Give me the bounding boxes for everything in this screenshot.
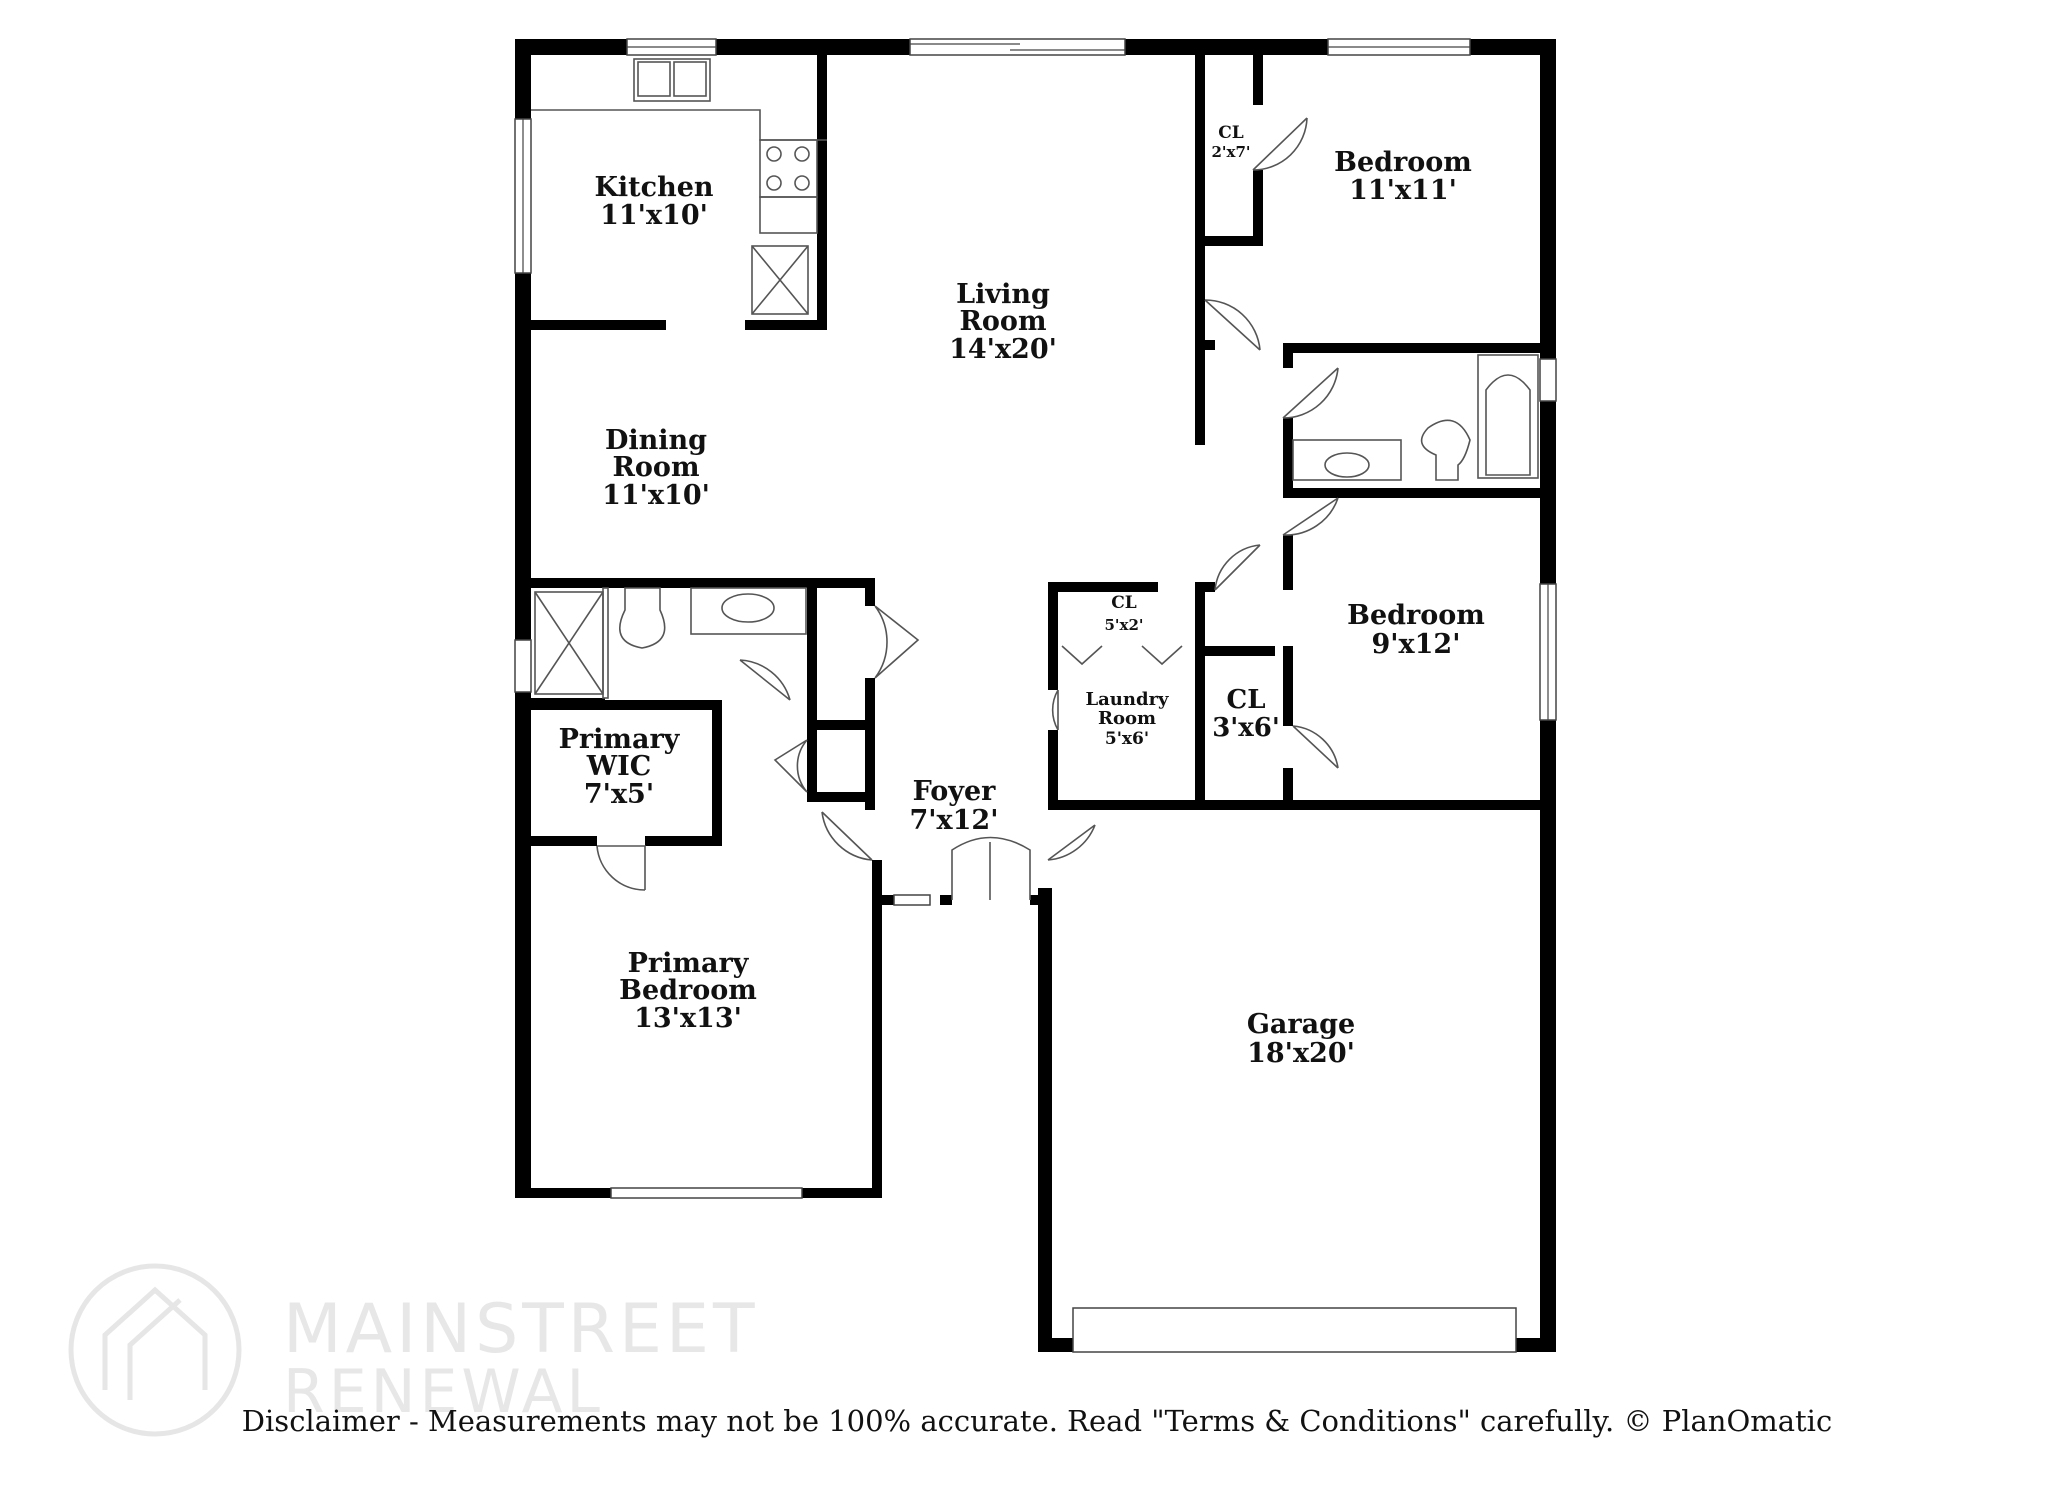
walls — [515, 39, 1556, 1352]
foyer-label: Foyer — [913, 776, 997, 807]
bedroom1-label: Bedroom — [1334, 147, 1472, 178]
window-foyer — [893, 894, 931, 906]
kitchen-label: Kitchen — [594, 172, 713, 203]
wic-dims: 7'x5' — [584, 779, 654, 810]
mainstreet-renewal-watermark: MAINSTREET RENEWAL — [68, 1263, 759, 1437]
closet3-label: CL — [1111, 593, 1137, 613]
vanity-sink-icon — [690, 587, 807, 635]
door-bedroom1-icon — [1204, 299, 1261, 351]
door-linen1-icon — [874, 605, 920, 679]
window-bath-left — [514, 639, 532, 693]
wic-label-2: WIC — [586, 751, 651, 782]
door-bath2-icon — [1282, 367, 1339, 419]
garage-dims: 18'x20' — [1247, 1038, 1355, 1069]
fridge-icon — [751, 245, 809, 315]
door-closet2-icon — [1292, 725, 1339, 769]
laundry-label-2: Room — [1098, 708, 1156, 729]
laundry-dims: 5'x6' — [1105, 729, 1149, 749]
bedroom2-dims: 9'x12' — [1372, 629, 1461, 660]
door-front-entry-icon — [951, 836, 1031, 900]
mainstreet-logo-icon — [68, 1263, 242, 1437]
primary-dims: 13'x13' — [634, 1003, 742, 1034]
room-labels: Kitchen 11'x10' Living Room 14'x20' Dini… — [559, 123, 1485, 1069]
foyer-dims: 7'x12' — [910, 805, 999, 836]
door-bedroom2-icon — [1282, 497, 1339, 536]
living-label-2: Room — [959, 306, 1046, 337]
closet2-label: CL — [1227, 685, 1266, 715]
door-primary-bedroom-icon — [821, 811, 873, 861]
watermark-line1: MAINSTREET — [283, 1290, 759, 1369]
garage-door — [1072, 1307, 1517, 1353]
bathtub-icon — [1477, 354, 1539, 479]
closet1-dims: 2'x7' — [1211, 143, 1250, 161]
door-closet1-icon — [1252, 117, 1308, 171]
vanity2-sink-icon — [1292, 439, 1402, 481]
primary-label-2: Bedroom — [619, 975, 757, 1006]
bedroom2-label: Bedroom — [1347, 600, 1485, 631]
door-primary-bath-icon — [739, 659, 791, 701]
disclaimer-text: Disclaimer - Measurements may not be 100… — [242, 1404, 1832, 1438]
dining-dims: 11'x10' — [602, 480, 710, 511]
door-wic-icon — [596, 845, 646, 891]
closet3-dims: 5'x2' — [1104, 616, 1143, 634]
kitchen-dims: 11'x10' — [600, 200, 708, 231]
laundry-label-1: Laundry — [1085, 689, 1169, 710]
living-label-1: Living — [956, 279, 1050, 310]
fixtures — [531, 58, 1539, 699]
door-laundry-icon — [1051, 689, 1059, 731]
primary-label-1: Primary — [628, 948, 750, 979]
door-linen2-icon — [773, 739, 808, 793]
sliding-door-living — [909, 38, 1126, 56]
watermark-line2: RENEWAL — [283, 1357, 604, 1427]
dining-label-2: Room — [612, 452, 699, 483]
garage-label: Garage — [1247, 1009, 1355, 1040]
dining-label-1: Dining — [605, 425, 707, 456]
wic-label-1: Primary — [559, 724, 681, 755]
doors — [596, 117, 1339, 900]
window-primary-bottom — [610, 1187, 803, 1199]
closet1-label: CL — [1218, 123, 1244, 143]
window-bath2-right — [1539, 358, 1557, 402]
door-garage-icon — [1047, 824, 1096, 861]
toilet-icon — [619, 587, 666, 649]
kitchen-sink-icon — [633, 58, 711, 102]
windows — [514, 38, 1557, 1353]
bedroom1-dims: 11'x11' — [1349, 175, 1457, 206]
door-hall-closet-icon — [1214, 544, 1261, 591]
toilet2-icon — [1420, 419, 1471, 481]
living-dims: 14'x20' — [949, 334, 1057, 365]
closet2-dims: 3'x6' — [1212, 713, 1280, 743]
